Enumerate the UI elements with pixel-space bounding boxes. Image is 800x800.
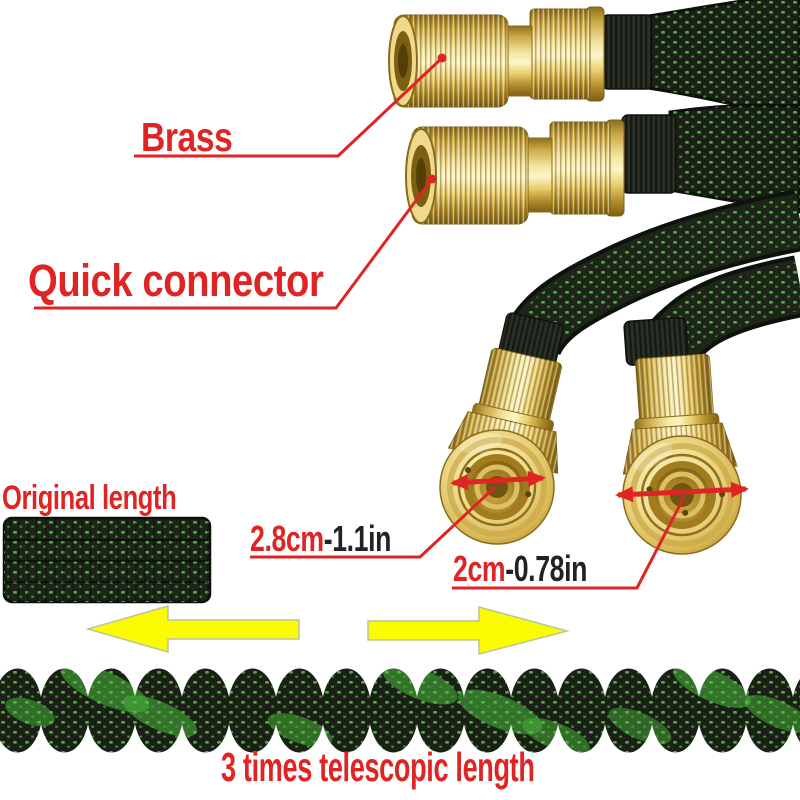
connector-4-pin <box>682 509 689 516</box>
measure-right-imperial: -0.78in <box>505 548 588 589</box>
leader-line-quick-connector <box>34 178 434 310</box>
quick-connector-label: Quick connector <box>28 255 324 306</box>
expand-arrow-left-icon <box>85 605 300 653</box>
brass-connector-4 <box>622 316 742 555</box>
hose-curve-left <box>503 189 800 357</box>
brass-connector-1 <box>388 6 653 108</box>
measure-arrow-right-icon <box>615 481 749 503</box>
original-length-label: Original length <box>2 479 177 517</box>
brass-connector-2 <box>405 114 677 225</box>
hose-top-1 <box>646 0 800 122</box>
telescopic-label: 3 times telescopic length <box>221 744 535 790</box>
measure-right-label: 2cm-0.78in <box>453 551 587 587</box>
connector-1-face <box>388 15 418 107</box>
leader-line-measure-left <box>250 485 497 559</box>
leader-line-brass <box>134 56 444 158</box>
measure-left-label: 2.8cm-1.1in <box>250 521 391 557</box>
measure-left-imperial: -1.1in <box>323 518 392 559</box>
hose-sample-original <box>2 516 212 604</box>
connector-3-pin <box>525 491 532 498</box>
measure-left-metric: 2.8cm <box>250 518 324 559</box>
connector-2-face <box>405 128 437 224</box>
leader-dot-quick-connector <box>427 174 437 184</box>
hose-top-2 <box>668 103 800 214</box>
measure-arrow-left-icon <box>450 470 546 491</box>
measure-right-metric: 2cm <box>453 548 506 589</box>
leader-line-measure-right <box>452 496 686 590</box>
connector-2-neck <box>525 137 553 213</box>
brass-label: Brass <box>141 114 233 160</box>
expand-arrow-right-icon <box>367 606 570 655</box>
leader-dot-brass <box>437 53 447 63</box>
connector-1-neck <box>505 25 533 97</box>
